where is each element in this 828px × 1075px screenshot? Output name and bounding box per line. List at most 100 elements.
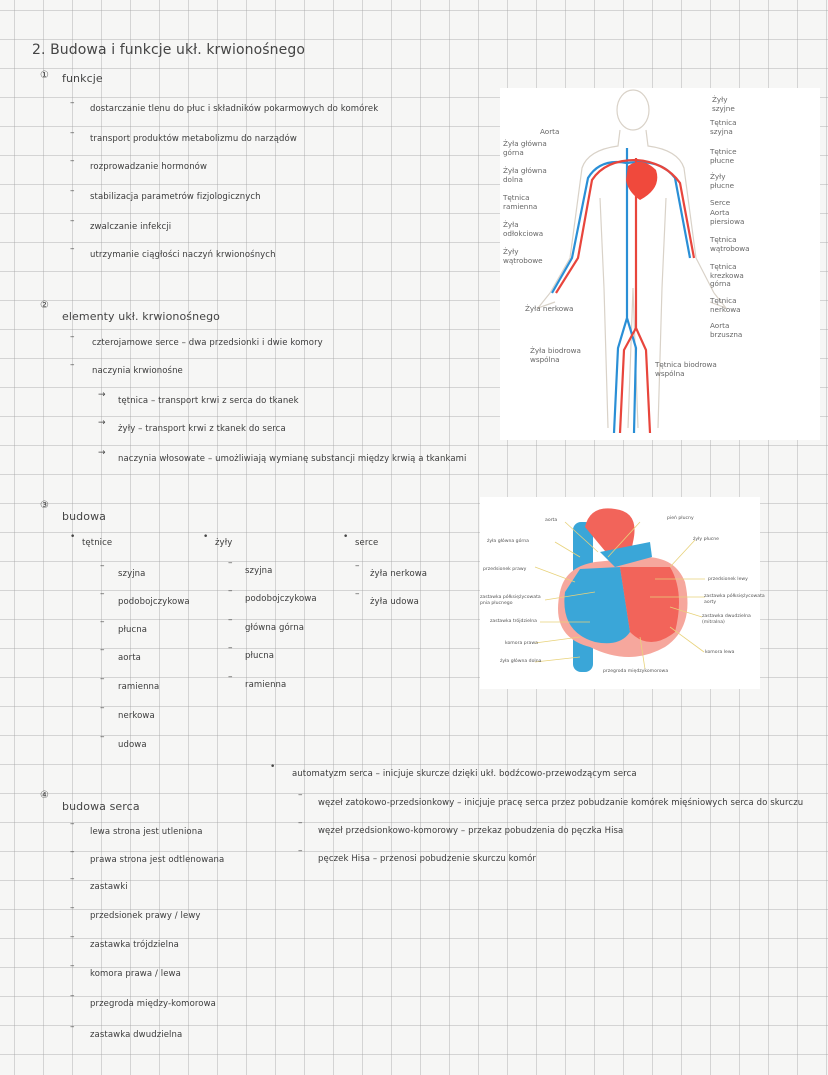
body-label-right: Żyły szyjne — [712, 95, 735, 113]
column-item: żyła nerkowa — [370, 569, 428, 579]
dash-bullet: – — [228, 643, 233, 653]
column-item: szyjna — [245, 566, 273, 576]
arrow-bullet: → — [98, 448, 106, 458]
column-item: szyjna — [118, 569, 146, 579]
dash-bullet: – — [228, 586, 233, 596]
body-label-left: Żyła nerkowa — [525, 304, 574, 313]
dash-bullet: – — [298, 846, 303, 856]
heart-label-left: przedsionek prawy — [483, 567, 527, 572]
column-item: główna górna — [245, 623, 304, 633]
body-label-right: Serce — [710, 198, 731, 207]
body-label-right: Tętnica wątrobowa — [710, 235, 750, 253]
section-heading: budowa serca — [62, 800, 140, 813]
list-item: czterojamowe serce – dwa przedsionki i d… — [92, 338, 323, 348]
column-item: podobojczykowa — [245, 594, 317, 604]
sub-list-item: naczynia włosowate – umożliwiają wymianę… — [118, 454, 467, 464]
list-item: transport produktów metabolizmu do narzą… — [90, 134, 297, 144]
dash-bullet: – — [100, 703, 105, 713]
heart-label-left: aorta — [545, 518, 558, 523]
dot-bullet: • — [70, 532, 76, 542]
dash-bullet: – — [70, 244, 75, 254]
column-item: udowa — [118, 740, 147, 750]
dash-bullet: – — [355, 561, 360, 571]
dash-bullet: – — [298, 790, 303, 800]
list-item: dostarczanie tlenu do płuc i składników … — [90, 104, 379, 114]
body-illustration — [536, 89, 728, 434]
section-number: ② — [40, 300, 49, 311]
heart-label-right: zastawka półksiężycowata aorty — [704, 594, 765, 605]
dash-bullet: – — [100, 617, 105, 627]
automatyzm-item: węzeł zatokowo-przedsionkowy – inicjuje … — [318, 798, 804, 808]
section-number: ③ — [40, 500, 49, 511]
dash-bullet: – — [70, 186, 75, 196]
arrow-bullet: → — [98, 418, 106, 428]
body-label-left: Żyły wątrobowe — [503, 247, 543, 265]
column-item: płucna — [245, 651, 275, 661]
column-item: płucna — [118, 625, 148, 635]
column-title: serce — [355, 538, 379, 548]
list-item: lewa strona jest utleniona — [90, 827, 203, 837]
dash-bullet: – — [355, 589, 360, 599]
heart-label-right: przedsionek lewy — [708, 577, 748, 582]
column-item: żyła udowa — [370, 597, 419, 607]
column-item: nerkowa — [118, 711, 155, 721]
dash-bullet: – — [70, 360, 75, 370]
body-label-left: Żyła główna dolna — [503, 166, 547, 184]
dash-bullet: – — [70, 128, 75, 138]
body-label-left: Żyła biodrowa wspólna — [530, 346, 581, 364]
body-label-right: Aorta brzuszna — [710, 321, 743, 339]
sub-list-item: tętnica – transport krwi z serca do tkan… — [118, 396, 299, 406]
list-item: zastawka trójdzielna — [90, 940, 179, 950]
heart-label-left: zastawka trójdzielna — [490, 619, 537, 624]
dash-bullet: – — [70, 216, 75, 226]
heart-label-right: komora lewa — [705, 650, 735, 655]
dash-bullet: – — [298, 818, 303, 828]
heart-label-right: pień płucny — [667, 516, 694, 521]
vena-cava-path — [551, 148, 692, 434]
list-item: naczynia krwionośne — [92, 366, 183, 376]
body-label-right: Aorta piersiowa — [710, 208, 745, 226]
heart-label-right: zastawka dwudzielna (mitralna) — [702, 614, 751, 625]
section-number: ① — [40, 70, 49, 81]
dash-bullet: – — [70, 1022, 75, 1032]
dot-bullet: • — [203, 532, 209, 542]
dash-bullet: – — [70, 991, 75, 1001]
dash-bullet: – — [70, 903, 75, 913]
dot-bullet: • — [343, 532, 349, 542]
column-item: ramienna — [245, 680, 287, 690]
heart-label-left: zastawka półksiężycowata pnia płucnego — [480, 595, 541, 606]
dash-bullet: – — [228, 672, 233, 682]
dash-bullet: – — [100, 589, 105, 599]
heart-label-right: przegroda międzykomorowa — [603, 669, 669, 674]
dash-bullet: – — [228, 558, 233, 568]
dash-bullet: – — [100, 561, 105, 571]
automatyzm-item: pęczek Hisa – przenosi pobudzenie skurcz… — [318, 854, 536, 864]
list-item: komora prawa / lewa — [90, 969, 181, 979]
dash-bullet: – — [70, 332, 75, 342]
body-label-right: Tętnica szyjna — [710, 118, 737, 136]
heart-illustration — [534, 508, 705, 672]
dash-bullet: – — [70, 874, 75, 884]
dash-bullet: – — [70, 847, 75, 857]
body-label-right: Tętnica biodrowa wspólna — [655, 360, 717, 378]
list-item: prawa strona jest odtlenowana — [90, 855, 225, 865]
list-item: zwalczanie infekcji — [90, 222, 172, 232]
column-item: ramienna — [118, 682, 160, 692]
heart-label-right: żyły płucne — [693, 537, 720, 542]
section-heading: funkcje — [62, 72, 103, 85]
column-item: aorta — [118, 653, 141, 663]
heart-label-left: komora prawa — [505, 641, 538, 646]
heart-shape — [626, 161, 658, 200]
dash-bullet: – — [100, 645, 105, 655]
aorta-path — [555, 158, 696, 434]
dash-bullet: – — [70, 156, 75, 166]
body-label-left: Żyła główna górna — [503, 139, 547, 157]
dot-bullet: • — [270, 762, 276, 772]
body-label-right: Żyły płucne — [710, 172, 735, 190]
section-number: ④ — [40, 790, 49, 801]
automatyzm-item: węzeł przedsionkowo-komorowy – przekaz p… — [318, 826, 624, 836]
dash-bullet: – — [100, 674, 105, 684]
dash-bullet: – — [70, 819, 75, 829]
